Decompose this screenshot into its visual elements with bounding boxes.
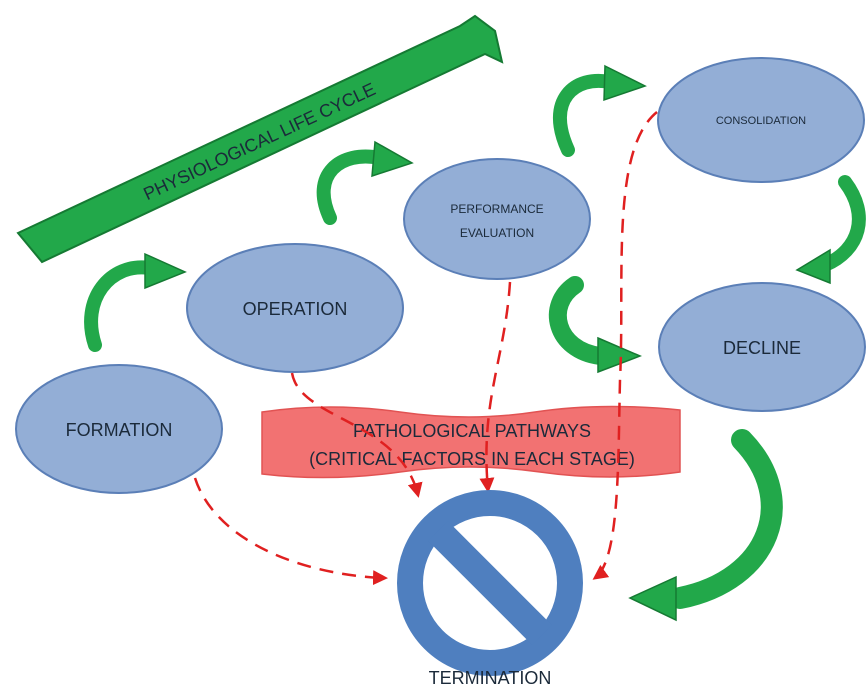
stage-consolidation: CONSOLIDATION xyxy=(657,57,865,183)
flow-arrow-decline-to-termination xyxy=(628,429,783,622)
pathology-line1: PATHOLOGICAL PATHWAYS xyxy=(353,421,591,441)
stage-performance-label-line1: PERFORMANCE xyxy=(450,202,543,216)
flow-arrow-performance-to-decline xyxy=(548,276,642,374)
stage-operation-label: OPERATION xyxy=(243,299,348,319)
stage-formation-label: FORMATION xyxy=(66,420,173,440)
dashed-arrow-operation xyxy=(290,372,423,498)
flow-arrow-performance-to-consolidation xyxy=(552,64,647,157)
dashed-arrow-formation xyxy=(193,477,388,586)
stage-formation: FORMATION xyxy=(15,364,223,494)
stage-performance-evaluation: PERFORMANCE EVALUATION xyxy=(403,158,591,280)
pathology-dashed-arrows xyxy=(193,111,658,586)
stage-decline: DECLINE xyxy=(658,282,866,412)
termination-stop-icon xyxy=(397,490,583,676)
stage-performance-label-line2: EVALUATION xyxy=(460,226,534,240)
flow-arrow-operation-to-performance xyxy=(316,140,414,225)
stage-operation: OPERATION xyxy=(186,243,404,373)
pathological-pathways-banner: PATHOLOGICAL PATHWAYS (CRITICAL FACTORS … xyxy=(261,405,681,479)
stage-consolidation-label: CONSOLIDATION xyxy=(716,115,806,127)
dashed-arrow-performance xyxy=(479,281,512,493)
banner-label: PHYSIOLOGICAL LIFE CYCLE xyxy=(140,79,378,204)
stage-decline-label: DECLINE xyxy=(723,338,801,358)
pathology-line2: (CRITICAL FACTORS IN EACH STAGE) xyxy=(309,449,635,469)
flow-arrow-formation-to-operation xyxy=(84,252,187,352)
termination-label: TERMINATION xyxy=(429,668,552,688)
flow-arrow-consolidation-to-decline xyxy=(795,175,866,285)
